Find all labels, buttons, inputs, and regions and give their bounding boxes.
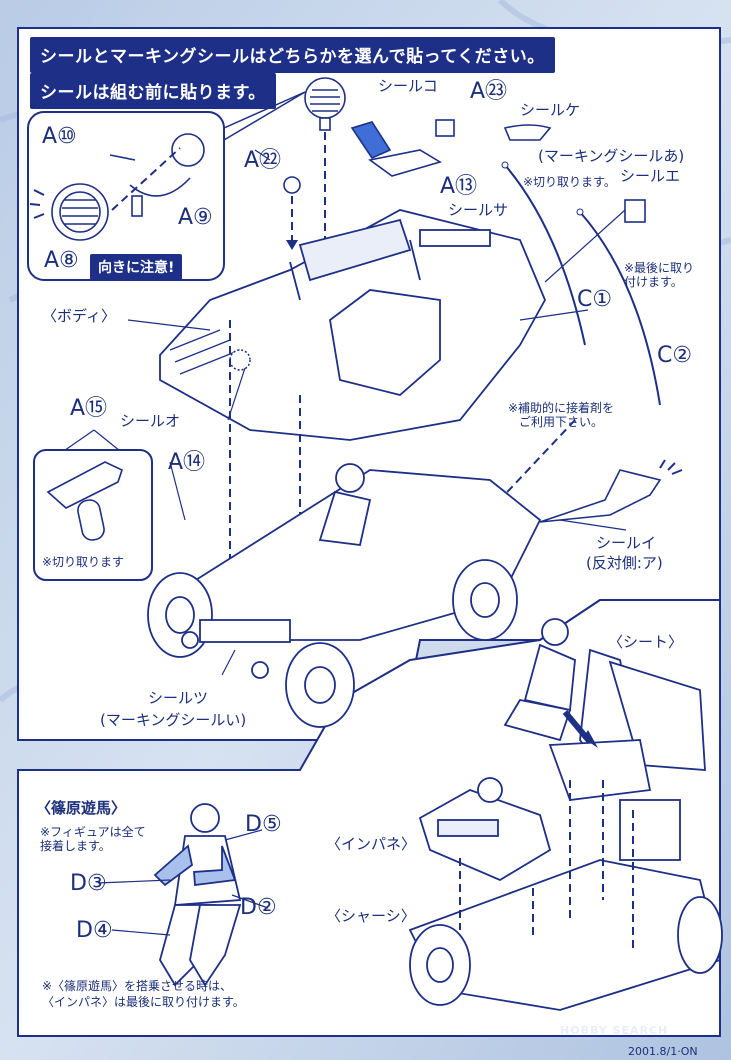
mount-order-note: ※〈篠原遊馬〉を搭乗させる時は、 〈インパネ〉は最後に取り付けます。 <box>42 979 245 1010</box>
banner-choose-seal: シールとマーキングシールはどちらかを選んで貼ってください。 <box>30 37 555 73</box>
part-label-a15: A⑮ <box>70 396 108 421</box>
hobby-search-watermark: HOBBY SEARCH <box>560 1024 669 1037</box>
cut-off-note-2: ※切り取ります <box>42 555 125 569</box>
seal-tsu-label: シールツ <box>148 689 209 707</box>
part-label-c2: C② <box>657 343 693 368</box>
seal-i-label: シールイ <box>596 534 657 552</box>
seal-o-label: シールオ <box>120 412 181 430</box>
figure-glue-note: ※フィギュアは全て 接着します。 <box>40 825 146 853</box>
part-label-d3: D③ <box>70 871 107 896</box>
seal-ko-label: シールコ <box>378 77 438 95</box>
adhesive-note: ※補助的に接着剤を ご利用下さい。 <box>508 401 615 429</box>
part-label-a22: A㉒ <box>244 148 282 173</box>
seal-e-label: シールエ <box>620 167 681 185</box>
seal-ke-label: シールケ <box>520 101 581 119</box>
print-code: 2001.8/1·ON <box>628 1045 698 1058</box>
part-label-d5: D⑤ <box>245 812 282 837</box>
part-label-a10: A⑩ <box>42 124 77 149</box>
attach-last-note: ※最後に取り 付けます。 <box>624 261 695 289</box>
part-label-c1: C① <box>577 287 613 312</box>
body-label: 〈ボディ〉 <box>42 307 116 325</box>
part-label-a14: A⑭ <box>168 450 206 475</box>
marking-seal-a-label: (マーキングシールあ) <box>538 147 685 165</box>
orientation-warning-badge: 向きに注意! <box>90 254 183 280</box>
seat-label: 〈シート〉 <box>608 633 684 651</box>
part-label-d2: D② <box>240 895 277 920</box>
banner-apply-before-assembly: シールは組む前に貼ります。 <box>30 73 276 109</box>
seal-sa-label: シールサ <box>448 201 509 219</box>
part-label-d4: D④ <box>76 918 113 943</box>
part-label-a8: A⑧ <box>44 248 79 273</box>
opposite-side-label: (反対側:ア) <box>586 554 663 572</box>
part-label-a9: A⑨ <box>178 205 213 230</box>
marking-seal-i-label: (マーキングシールい) <box>100 711 247 729</box>
part-label-a13: A⑬ <box>440 174 478 199</box>
part-label-a23: A㉓ <box>470 79 508 104</box>
cut-off-note-1: ※切り取ります。 <box>523 175 616 189</box>
chassis-label: 〈シャーシ〉 <box>326 907 416 925</box>
figure-name-label: 〈篠原遊馬〉 <box>36 799 127 817</box>
dashboard-label: 〈インパネ〉 <box>326 835 417 853</box>
